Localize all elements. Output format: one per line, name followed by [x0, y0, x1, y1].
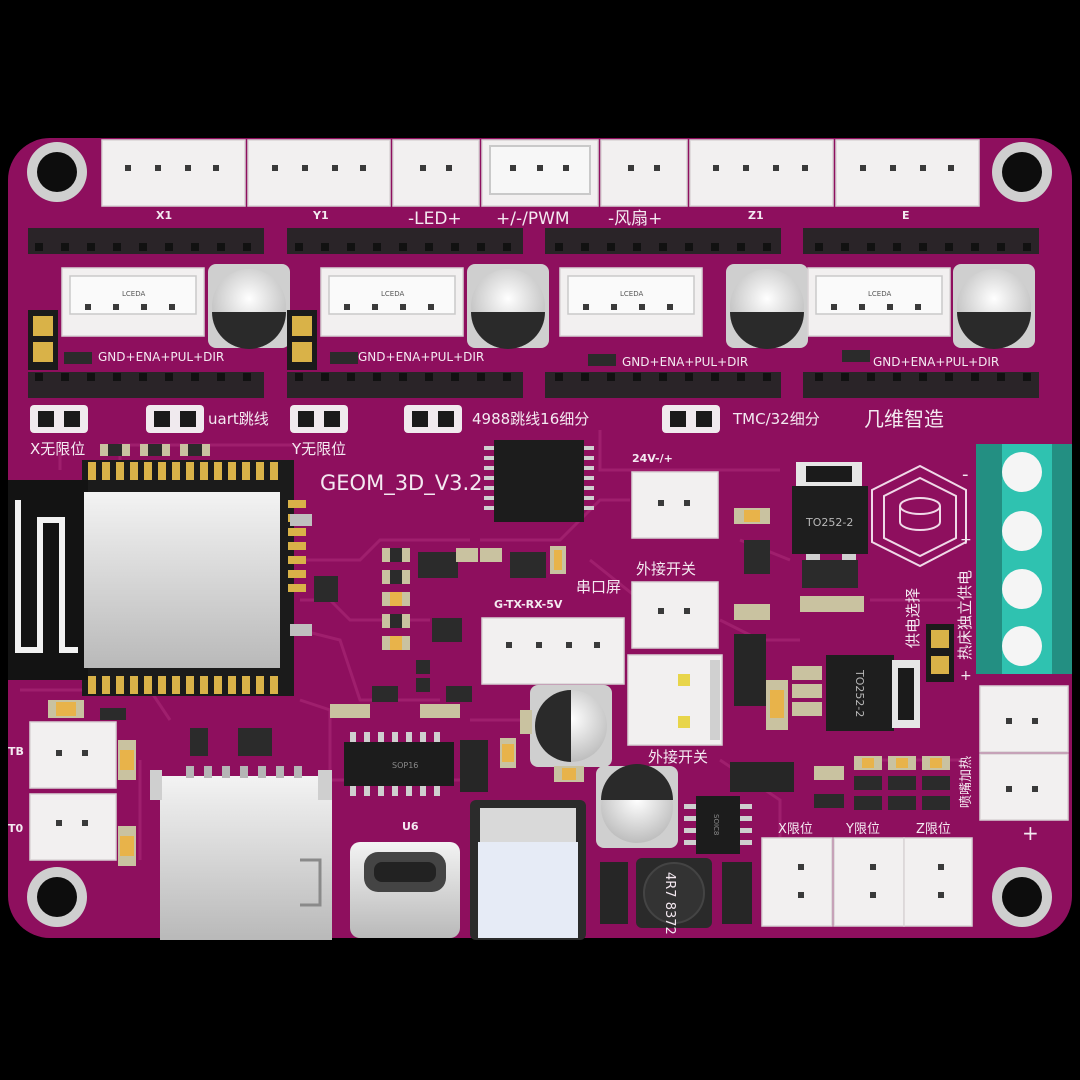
mosfet-to252-top: TO252-2: [792, 462, 868, 578]
label-ext-switch-2: 外接开关: [648, 748, 708, 766]
board-name: GEOM_3D_V3.2: [320, 471, 482, 496]
sop16-label: SOP16: [392, 761, 418, 770]
wifi-module: [8, 460, 306, 696]
smd-chip-small: [314, 576, 338, 602]
label-uart-jumper: uart跳线: [208, 410, 269, 428]
label-y-no-limit: Y无限位: [291, 440, 346, 458]
driver-ic-sop: [484, 440, 594, 522]
label-serial-pins: G-TX-RX-5V: [494, 598, 563, 611]
label-e: E: [902, 209, 910, 222]
sd-card-slot[interactable]: [150, 766, 332, 940]
to252-bottom-label: TO252-2: [853, 669, 866, 717]
power-select-jumper[interactable]: [926, 624, 954, 682]
jumper-row[interactable]: [30, 405, 720, 433]
label-pwm: +/-/PWM: [496, 209, 570, 229]
label-u6: U6: [402, 820, 419, 833]
terminal-minus: -: [962, 464, 969, 485]
connector-x1[interactable]: [101, 139, 246, 207]
driver-module-3: LCEDA GND+ENA+PUL+DIR: [559, 264, 808, 369]
usb-b-port[interactable]: [470, 800, 586, 940]
capacitor-mid-1: [530, 685, 612, 767]
diode-2: [730, 762, 794, 792]
label-z1: Z1: [748, 209, 764, 222]
driver-label-3: GND+ENA+PUL+DIR: [622, 355, 748, 369]
driver-jumpers[interactable]: [28, 310, 317, 370]
label-power-select: 供电选择: [904, 588, 922, 648]
power-terminal-block[interactable]: [976, 444, 1072, 674]
label-z-limit: Z限位: [916, 822, 951, 837]
brand-label: 几维智造: [864, 407, 944, 431]
terminal-plus-1: +: [960, 532, 972, 548]
label-tmc-jumper: TMC/32细分: [732, 410, 820, 428]
connector-ext-switch-2[interactable]: [627, 654, 723, 746]
mosfet-to252-bottom: TO252-2: [826, 655, 920, 731]
heater-plus: +: [1022, 821, 1039, 845]
label-y1: Y1: [312, 209, 329, 222]
connector-y1[interactable]: [247, 139, 391, 207]
label-ext-switch-1: 外接开关: [636, 560, 696, 578]
connector-led[interactable]: [392, 139, 480, 207]
label-4988-jumper: 4988跳线16细分: [472, 410, 589, 428]
driver-module-4: LCEDA GND+ENA+PUL+DIR: [807, 264, 1035, 369]
label-24v: 24V-/+: [632, 452, 673, 465]
to252-top-label: TO252-2: [805, 516, 853, 529]
connector-24v[interactable]: [631, 471, 719, 539]
connector-limit-y[interactable]: [833, 837, 905, 927]
connector-heater-1[interactable]: [979, 685, 1069, 753]
driver-module-2: LCEDA GND+ENA+PUL+DIR: [320, 264, 549, 364]
label-x1: X1: [156, 209, 172, 222]
label-y-limit: Y限位: [845, 822, 880, 837]
driver-socket-headers: [28, 228, 1039, 398]
label-t0: T0: [8, 822, 24, 835]
usb-c-port[interactable]: [350, 842, 460, 938]
inductor-label: 4R7 8372: [662, 872, 677, 935]
connector-serial[interactable]: [481, 617, 625, 685]
connector-limit-z[interactable]: [903, 837, 973, 927]
inductor: 4R7 8372: [636, 858, 712, 935]
diode-4: [600, 862, 628, 924]
driver-module-1: LCEDA GND+ENA+PUL+DIR: [61, 264, 290, 364]
diode-3: [460, 740, 488, 792]
terminal-plus-2: +: [960, 668, 972, 684]
mounting-holes: [27, 142, 1052, 927]
label-x-no-limit: X无限位: [30, 440, 85, 458]
label-bed-power: 热床独立供电: [956, 570, 974, 660]
smd-row-top: [100, 444, 312, 636]
label-fan: -风扇+: [608, 209, 662, 229]
label-x-limit: X限位: [778, 822, 813, 837]
connector-fan[interactable]: [600, 139, 688, 207]
connector-tb[interactable]: [29, 721, 117, 789]
chip-sop16: SOP16: [344, 732, 454, 796]
smd-left-bottom: [48, 700, 136, 866]
connector-heater-2[interactable]: [979, 753, 1069, 821]
connector-e[interactable]: [835, 139, 980, 207]
connector-t0[interactable]: [29, 793, 117, 861]
connector-ext-switch-1[interactable]: [631, 581, 719, 649]
driver-label-4: GND+ENA+PUL+DIR: [873, 355, 999, 369]
diode-5: [722, 862, 752, 924]
label-led: -LED+: [408, 209, 462, 229]
connector-z1[interactable]: [689, 139, 834, 207]
driver-tag-1: LCEDA: [122, 290, 145, 298]
logo-cube: [871, 464, 967, 568]
label-nozzle-heat: 喷嘴加热: [959, 756, 974, 808]
connector-pwm[interactable]: [481, 139, 599, 207]
smd-passives: [190, 508, 950, 810]
chip-soic8: SOIC8: [684, 796, 752, 854]
capacitor-mid-2: [596, 764, 678, 848]
driver-tag-4: LCEDA: [868, 290, 891, 298]
driver-smd-parts: [64, 350, 870, 366]
label-tb: TB: [8, 745, 24, 758]
driver-label-1: GND+ENA+PUL+DIR: [98, 350, 224, 364]
diode-1: [734, 634, 766, 706]
driver-tag-2: LCEDA: [381, 290, 404, 298]
label-serial-screen: 串口屏: [576, 578, 621, 596]
driver-label-2: GND+ENA+PUL+DIR: [358, 350, 484, 364]
connector-limit-x[interactable]: [761, 837, 833, 927]
driver-tag-3: LCEDA: [620, 290, 643, 298]
top-connectors: [101, 139, 980, 207]
soic8-label: SOIC8: [712, 814, 720, 835]
